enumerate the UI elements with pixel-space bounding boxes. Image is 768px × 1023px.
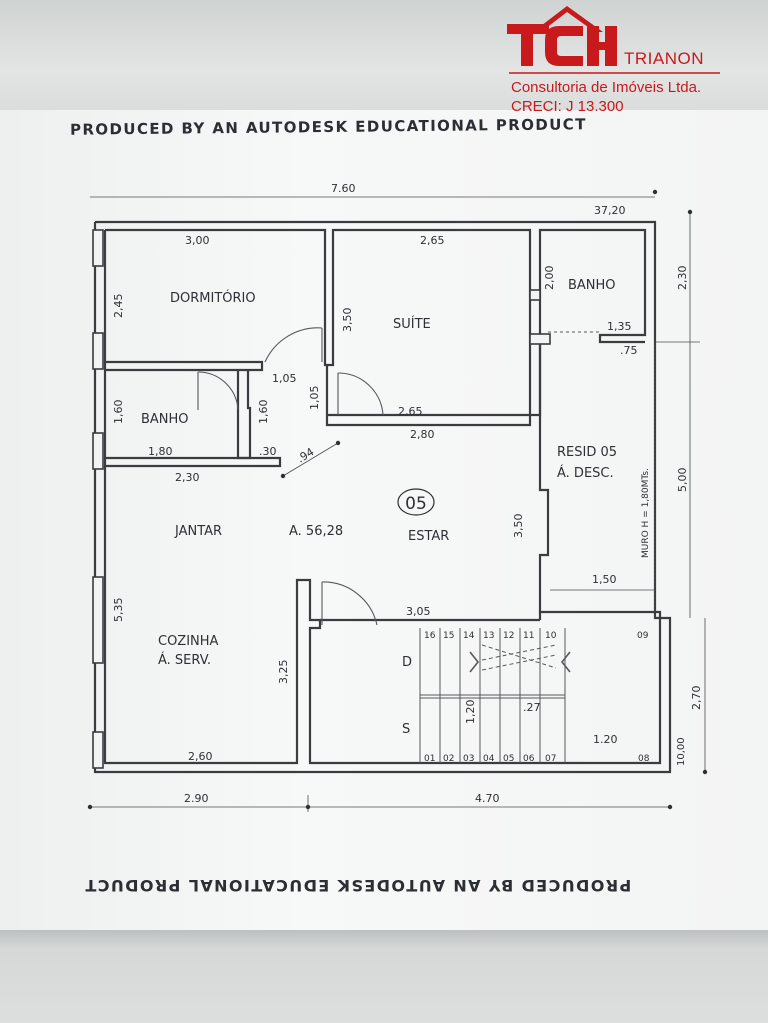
- stair-step-11: 11: [523, 631, 534, 641]
- stair-step-02: 02: [443, 754, 454, 764]
- room-labels: DORMITÓRIO SUÍTE BANHO BANHO JANTAR A. 5…: [141, 278, 651, 668]
- dim-right-1000: 10,00: [676, 737, 687, 766]
- dim-305: 3,05: [406, 605, 431, 618]
- dimension-ticks: [87, 189, 708, 810]
- brand-name: TRIANON: [624, 49, 704, 68]
- stair-step-16: 16: [424, 631, 436, 641]
- stair-step-14: 14: [463, 631, 475, 641]
- brand-subtitle: Consultoria de Imóveis Ltda.: [511, 79, 702, 96]
- label-jantar: JANTAR: [174, 524, 222, 539]
- stair-step-03: 03: [463, 754, 474, 764]
- dim-bottom-right: 4.70: [475, 792, 500, 805]
- dim-right-top: 37,20: [594, 204, 626, 217]
- stair-treads: [419, 628, 571, 763]
- window-marks: [92, 229, 551, 769]
- dim-030: .30: [259, 445, 277, 458]
- dim-right-500: 5,00: [676, 468, 689, 493]
- stair-step-12: 12: [503, 631, 514, 641]
- dim-230: 2,30: [175, 471, 200, 484]
- dim-banho-height: 1,60: [112, 400, 125, 425]
- brand-creci: CRECI: J 13.300: [511, 98, 624, 115]
- dim-right-270: 2,70: [690, 686, 703, 711]
- dim-325: 3,25: [277, 660, 290, 685]
- dim-banho-width: 1,80: [148, 445, 173, 458]
- dim-total-width: 7.60: [331, 182, 356, 195]
- background-top: [0, 0, 768, 118]
- label-suite: SUÍTE: [393, 316, 431, 332]
- door-swings: [197, 327, 600, 626]
- paper-sheet: [0, 110, 768, 932]
- dim-banho-suite-depth: 1,35: [607, 320, 632, 333]
- dim-dorm-height: 2,45: [112, 294, 125, 319]
- stair-up-label: S: [402, 722, 410, 737]
- dim-hall-105-vertical: 1,05: [308, 386, 321, 411]
- walls: [93, 220, 672, 774]
- label-area: A. 56,28: [289, 524, 343, 539]
- dim-right-230: 2,30: [676, 266, 689, 291]
- dim-150: 1,50: [592, 573, 617, 586]
- stair-step-05: 05: [503, 754, 514, 764]
- label-banho-suite: BANHO: [568, 278, 616, 293]
- label-muro: MURO H = 1,80MTs.: [641, 468, 651, 558]
- stair-step-10: 10: [545, 631, 557, 641]
- dim-suite-265: 2,65: [398, 405, 423, 418]
- unit-number: 05: [405, 494, 427, 514]
- unit-circle: [397, 488, 435, 516]
- dim-suite-height: 3,50: [341, 308, 354, 333]
- dim-120-vertical: 1,20: [464, 700, 477, 725]
- stair-step-04: 04: [483, 754, 495, 764]
- dimension-texts: 7.60 37,20 3,00 2,45 2,65 3,50 2,00 1,35…: [112, 182, 703, 805]
- stair-step-15: 15: [443, 631, 454, 641]
- label-estar: ESTAR: [408, 529, 449, 544]
- label-dormitorio: DORMITÓRIO: [170, 290, 256, 306]
- stair-numbers: 16 15 14 13 12 11 10 09 01 02 03 04 05 0…: [424, 631, 650, 764]
- dim-094: .94: [295, 445, 317, 465]
- dim-dorm-width: 3,00: [185, 234, 210, 247]
- label-resid: RESID 05: [557, 445, 617, 460]
- label-banho: BANHO: [141, 412, 189, 427]
- stair-step-08: 08: [638, 754, 650, 764]
- stair-step-06: 06: [523, 754, 535, 764]
- stair-down-label: D: [402, 655, 412, 670]
- dimension-lines: [90, 196, 706, 812]
- stair-step-07: 07: [545, 754, 556, 764]
- dim-banho-suite-width: 2,00: [543, 266, 556, 291]
- dim-bottom-left: 2.90: [184, 792, 209, 805]
- dim-535: 5,35: [112, 598, 125, 623]
- label-cozinha: COZINHA: [158, 634, 219, 649]
- dim-350: 3,50: [512, 514, 525, 539]
- dim-banho-height-2: 1,60: [257, 400, 270, 425]
- dim-027: .27: [523, 701, 541, 714]
- label-resid-desc: Á. DESC.: [557, 465, 614, 481]
- dim-120: 1.20: [593, 733, 618, 746]
- background-bottom: [0, 930, 768, 1023]
- dim-260: 2,60: [188, 750, 213, 763]
- dim-280: 2,80: [410, 428, 435, 441]
- logo-mark: [507, 6, 720, 74]
- stair-step-09: 09: [637, 631, 649, 641]
- dim-suite-width: 2,65: [420, 234, 445, 247]
- stair-step-01: 01: [424, 754, 435, 764]
- label-area-servico: Á. SERV.: [158, 652, 211, 668]
- stair-step-13: 13: [483, 631, 494, 641]
- trianon-logo: TRIANON Consultoria de Imóveis Ltda. CRE…: [505, 2, 760, 117]
- dim-075: .75: [620, 344, 638, 357]
- dim-hall-105: 1,05: [272, 372, 297, 385]
